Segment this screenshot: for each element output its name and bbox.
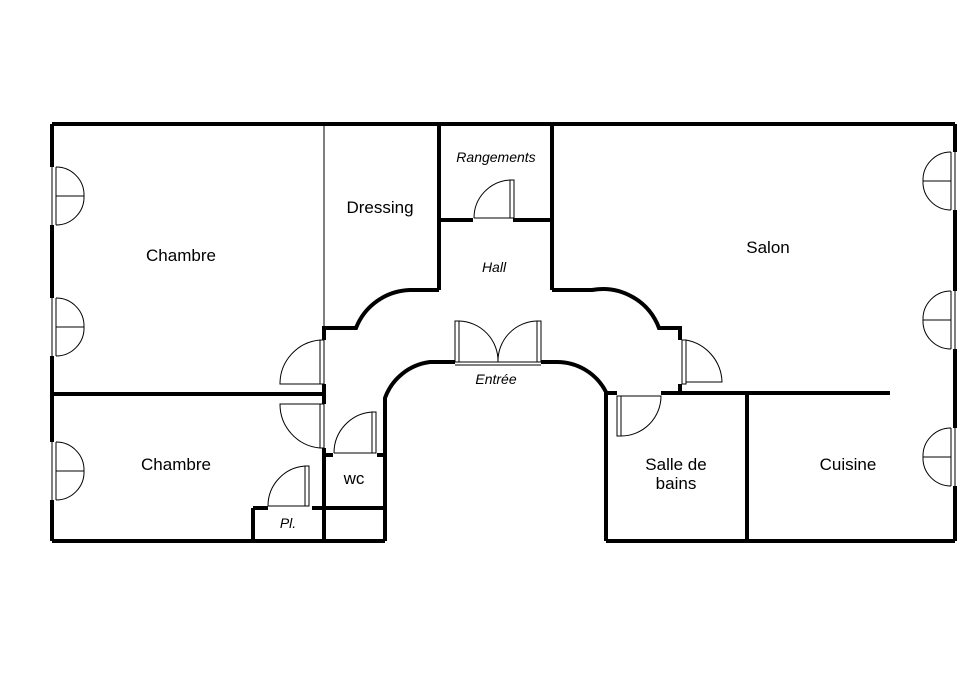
window-cuisine <box>922 427 956 487</box>
window-salon-top <box>922 151 956 211</box>
window-bedroom-1-top <box>51 166 85 226</box>
door-salle-de-bains <box>616 395 662 437</box>
room-label-wc: wc <box>343 469 365 488</box>
window-bedroom-2 <box>51 441 85 501</box>
door-bedroom-2 <box>279 403 325 449</box>
room-label-placard: Pl. <box>280 515 296 531</box>
door-rangements <box>473 179 515 219</box>
room-label-cuisine: Cuisine <box>820 455 877 474</box>
door-placard <box>267 465 310 507</box>
room-label-salon: Salon <box>746 238 789 257</box>
doors <box>51 151 956 507</box>
window-salon-bottom <box>922 290 956 350</box>
room-label-hall: Hall <box>482 259 507 275</box>
room-label-entree: Entrée <box>475 371 516 387</box>
walls <box>50 122 957 543</box>
door-wc <box>333 411 377 454</box>
room-label-chambre-1: Chambre <box>146 246 216 265</box>
room-label-salle-de-bains-line2: bains <box>656 474 697 493</box>
room-label-rangements: Rangements <box>456 149 535 165</box>
room-label-chambre-2: Chambre <box>141 455 211 474</box>
room-labels: Chambre Dressing Rangements Hall Salon E… <box>141 149 876 531</box>
room-label-salle-de-bains-line1: Salle de <box>645 455 706 474</box>
door-entree <box>454 320 542 366</box>
door-salon <box>681 339 723 385</box>
window-bedroom-1-bottom <box>51 297 85 357</box>
room-label-dressing: Dressing <box>346 198 413 217</box>
door-bedroom-1 <box>279 339 325 385</box>
